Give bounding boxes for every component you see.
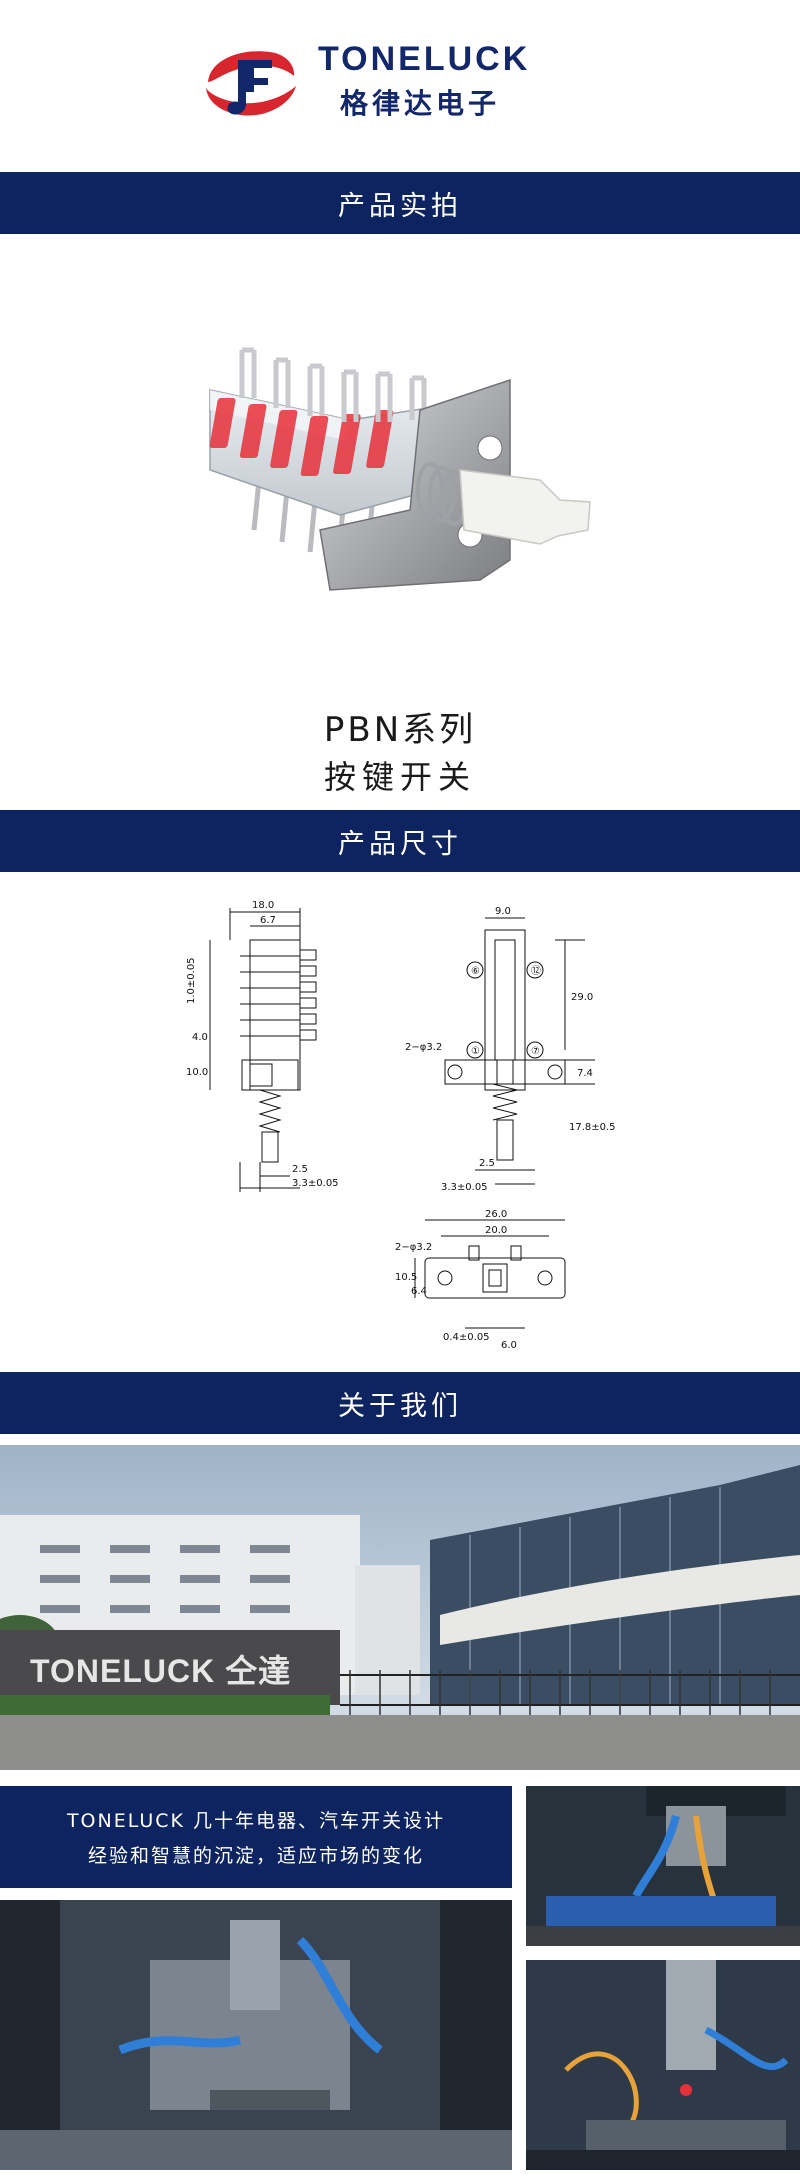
machine-photo-3 — [526, 1960, 800, 2170]
about-text-box: TONELUCK 几十年电器、汽车开关设计 经验和智慧的沉淀，适应市场的变化 — [0, 1786, 512, 1888]
dim-front-h3: 17.8±0.5 — [569, 1122, 616, 1133]
series-subtitle: 按键开关 — [323, 758, 476, 796]
section-bar-photo: 产品实拍 — [0, 172, 800, 234]
dim-front-h2: 7.4 — [577, 1068, 593, 1079]
dim-bottom-width: 26.0 — [485, 1209, 507, 1220]
about-line-1: TONELUCK 几十年电器、汽车开关设计 — [66, 1810, 446, 1832]
dim-side-b1: 2.5 — [292, 1164, 308, 1175]
section-bar-about: 关于我们 — [0, 1372, 800, 1434]
dim-front-b2: 3.3±0.05 — [441, 1182, 488, 1193]
dim-side-width: 18.0 — [252, 900, 274, 911]
dim-bottom-b2: 6.0 — [501, 1340, 517, 1351]
dim-bottom-b1: 0.4±0.05 — [443, 1332, 490, 1343]
dim-front-hole: 2−φ3.2 — [405, 1042, 442, 1053]
brand-header: TONELUCK 格律达电子 — [0, 0, 800, 170]
factory-photo: TONELUCK 仝達 — [0, 1445, 800, 1770]
factory-sign-text: TONELUCK 仝達 — [30, 1653, 291, 1689]
pin-label-7: ⑦ — [531, 1046, 540, 1057]
bottom-view-drawing: 26.0 20.0 2−φ3.2 10.5 6.4 0.4±0.05 6.0 — [395, 1209, 566, 1351]
dim-bottom-h2: 6.4 — [411, 1286, 427, 1297]
pin-label-1: ① — [471, 1046, 480, 1057]
dim-side-pitch: 1.0±0.05 — [186, 957, 197, 1004]
about-line-2: 经验和智慧的沉淀，适应市场的变化 — [87, 1845, 424, 1867]
dim-bottom-h1: 10.5 — [395, 1272, 417, 1283]
series-title: PBN系列 — [323, 710, 477, 750]
dim-side-b2: 3.3±0.05 — [292, 1178, 339, 1189]
brand-name-cn: 格律达电子 — [340, 87, 501, 120]
pin-label-6: ⑥ — [471, 966, 480, 977]
machine-photo-2 — [0, 1900, 512, 2170]
dim-side-inner: 6.7 — [260, 915, 276, 926]
dim-front-width: 9.0 — [495, 906, 511, 917]
toneluck-logo-icon — [206, 51, 296, 116]
dim-front-h1: 29.0 — [571, 992, 593, 1003]
dim-bottom-inner: 20.0 — [485, 1225, 507, 1236]
side-view-drawing: 18.0 6.7 1.0±0.05 4.0 10.0 2.5 3.3±0.05 — [186, 900, 339, 1192]
machine-photo-1 — [526, 1786, 800, 1946]
pin-label-12: ⑫ — [531, 965, 541, 977]
dim-side-d1: 4.0 — [192, 1032, 208, 1043]
brand-name-en: TONELUCK — [318, 40, 531, 78]
front-view-drawing: ⑥ ⑫ ① ⑦ 9.0 2−φ3.2 29.0 7.4 17.8±0.5 2.5… — [405, 906, 616, 1193]
section-bar-dimensions: 产品尺寸 — [0, 810, 800, 872]
dim-front-b1: 2.5 — [479, 1158, 495, 1169]
dim-side-d2: 10.0 — [186, 1067, 208, 1078]
dim-bottom-hole: 2−φ3.2 — [395, 1242, 432, 1253]
push-switch-photo — [209, 347, 591, 591]
